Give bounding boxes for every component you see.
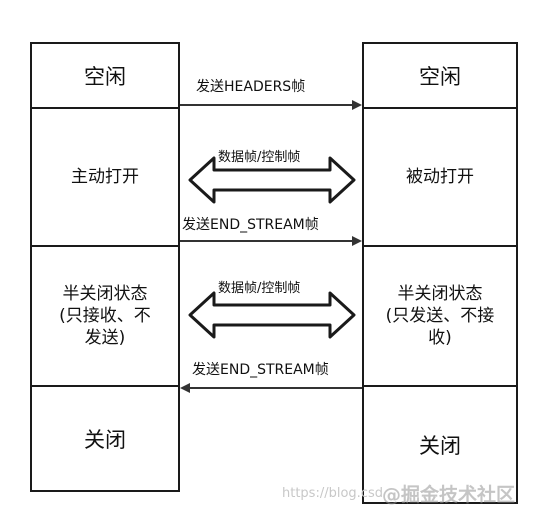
server-closed-state: 关闭 bbox=[364, 385, 516, 502]
client-half-closed-state: 半关闭状态 (只接收、不 发送) bbox=[32, 245, 178, 385]
send-headers-label: 发送HEADERS帧 bbox=[196, 79, 306, 95]
server-idle-state: 空闲 bbox=[364, 44, 516, 107]
server-half-closed-state: 半关闭状态 (只发送、不接 收) bbox=[364, 245, 516, 385]
send-end-stream-label-1: 发送END_STREAM帧 bbox=[182, 217, 319, 233]
client-state-column: 空闲 主动打开 半关闭状态 (只接收、不 发送) 关闭 bbox=[30, 42, 180, 492]
server-open-label: 被动打开 bbox=[406, 167, 474, 187]
client-idle-label: 空闲 bbox=[84, 64, 126, 89]
server-open-state: 被动打开 bbox=[364, 107, 516, 245]
client-closed-state: 关闭 bbox=[32, 385, 178, 490]
client-open-state: 主动打开 bbox=[32, 107, 178, 245]
client-half-closed-line-1: 半关闭状态 bbox=[62, 284, 148, 304]
data-control-double-arrow-1 bbox=[188, 156, 356, 204]
client-half-closed-line-3: 发送) bbox=[84, 328, 126, 348]
server-idle-label: 空闲 bbox=[419, 64, 461, 89]
data-control-label-2: 数据帧/控制帧 bbox=[218, 281, 301, 296]
client-closed-label: 关闭 bbox=[84, 427, 126, 452]
server-state-column: 空闲 被动打开 半关闭状态 (只发送、不接 收) 关闭 bbox=[362, 42, 518, 504]
server-half-closed-line-2: (只发送、不接 bbox=[385, 306, 495, 326]
server-closed-label: 关闭 bbox=[419, 433, 461, 458]
server-half-closed-line-3: 收) bbox=[428, 328, 452, 348]
client-half-closed-line-2: (只接收、不 bbox=[59, 306, 151, 326]
client-idle-state: 空闲 bbox=[32, 44, 178, 107]
client-open-label: 主动打开 bbox=[71, 167, 139, 187]
watermark-url: https://blog.csd bbox=[282, 486, 383, 501]
send-end-stream-label-2: 发送END_STREAM帧 bbox=[192, 362, 329, 378]
data-control-label-1: 数据帧/控制帧 bbox=[218, 150, 301, 165]
data-control-double-arrow-2 bbox=[188, 291, 356, 339]
watermark-brand: @掘金技术社区 bbox=[382, 484, 516, 506]
server-half-closed-line-1: 半关闭状态 bbox=[397, 284, 483, 304]
